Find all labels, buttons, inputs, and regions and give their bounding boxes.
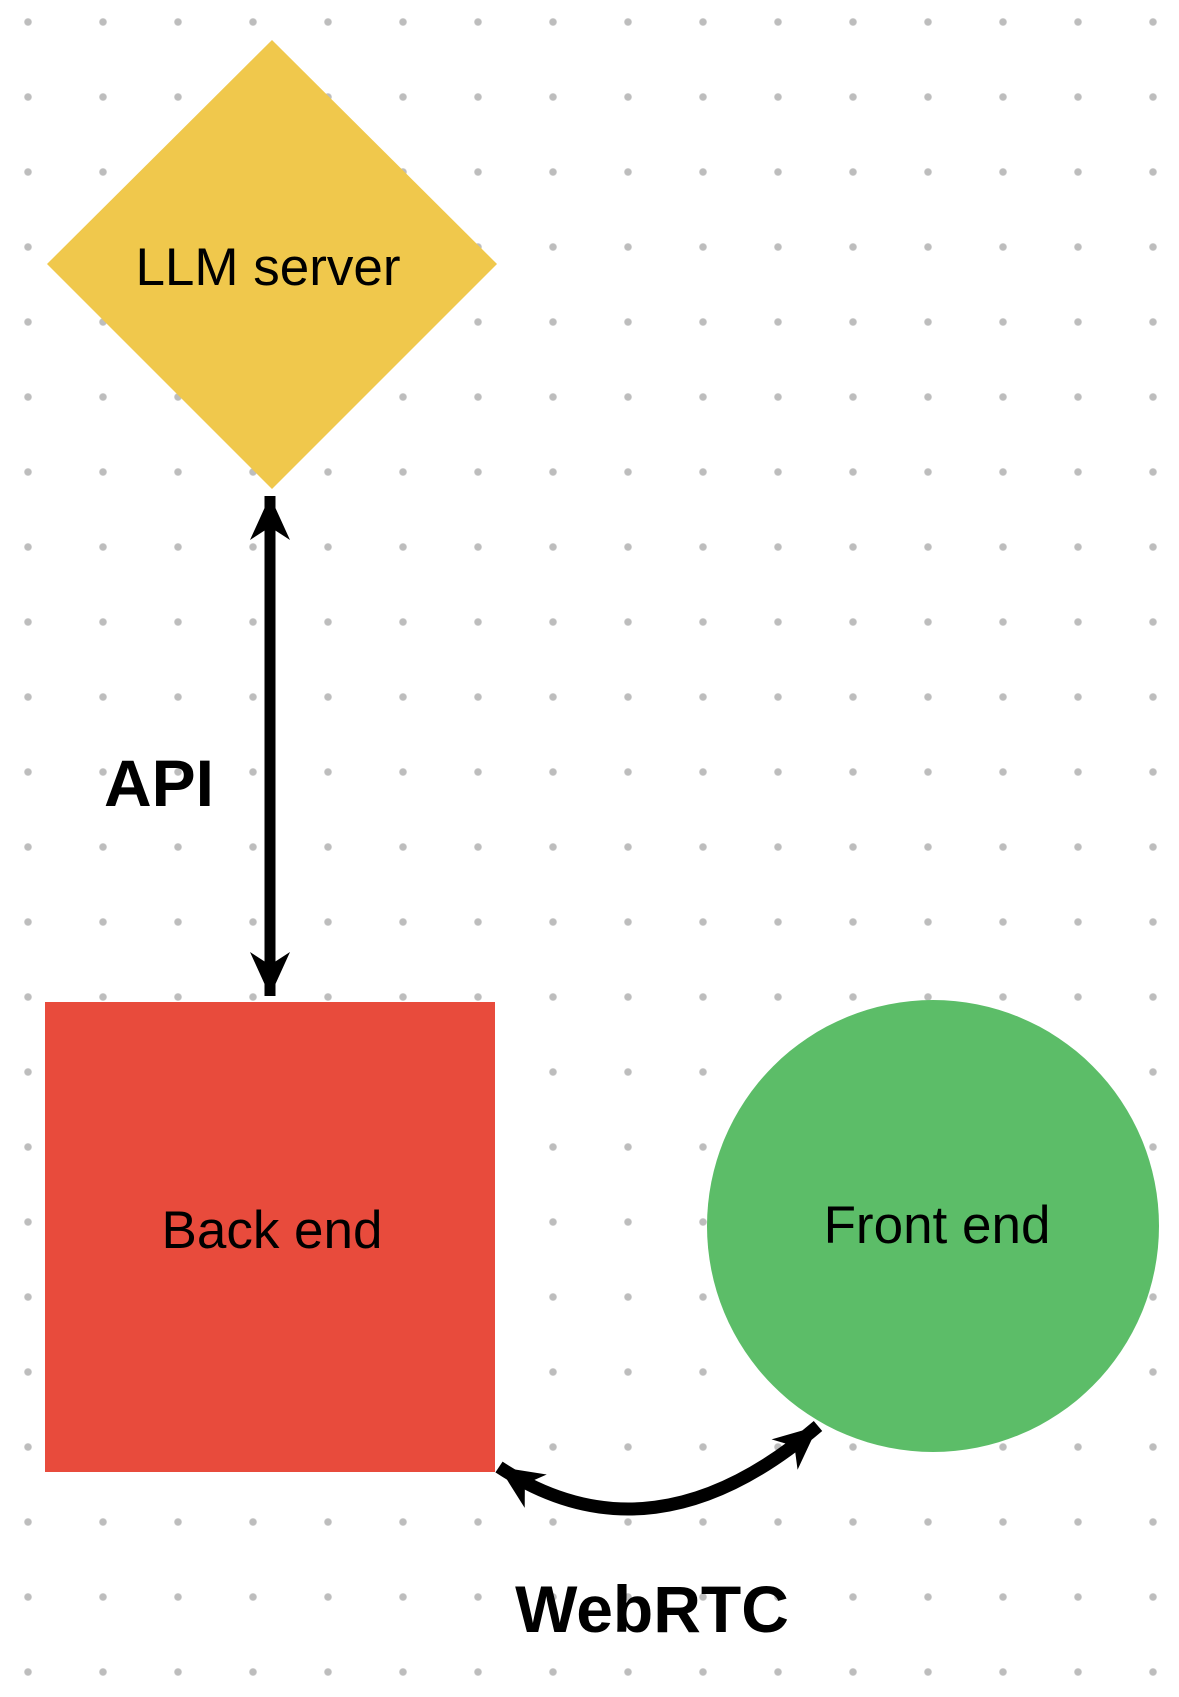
api-connector-label: API (104, 746, 214, 820)
front-end-shape[interactable] (707, 1000, 1159, 1452)
webrtc-connector[interactable] (495, 1421, 823, 1516)
llm-server-label: LLM server (135, 238, 400, 297)
webrtc-connector-label: WebRTC (515, 1572, 789, 1646)
back-end-shape[interactable] (45, 1002, 495, 1472)
back-end-label: Back end (162, 1201, 383, 1260)
front-end-label: Front end (824, 1196, 1051, 1255)
llm-server-shape[interactable] (47, 40, 497, 489)
